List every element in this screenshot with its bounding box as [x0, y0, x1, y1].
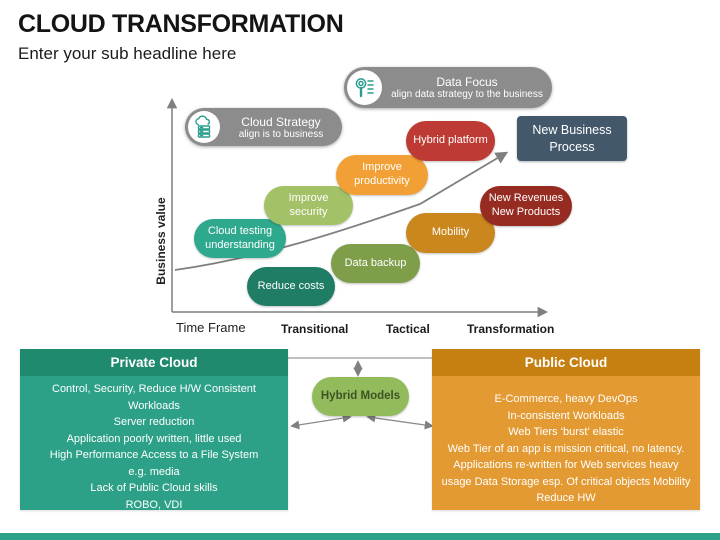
- callout-title: Data Focus: [436, 75, 498, 89]
- private-cloud-header: Private Cloud: [20, 349, 288, 376]
- x-axis-label: Time Frame: [176, 320, 246, 335]
- pill-improve-productivity: Improve productivity: [336, 155, 428, 195]
- public-cloud-box: Public Cloud E-Commerce, heavy DevOps In…: [432, 349, 700, 510]
- callout-subtitle: align data strategy to the business: [391, 89, 543, 100]
- callout-data-focus: Data Focus align data strategy to the bu…: [344, 67, 552, 108]
- hybrid-right-arrow: [366, 413, 434, 430]
- hybrid-models-pill: Hybrid Models: [312, 377, 409, 416]
- pill-hybrid-platform: Hybrid platform: [406, 121, 495, 161]
- magnifier-data-icon: [347, 70, 382, 105]
- pill-new-revenues-new-products: New Revenues New Products: [480, 186, 572, 226]
- cloud-box-line: e.g. media: [128, 465, 180, 478]
- y-axis-label: Business value: [154, 197, 168, 285]
- cloud-box-line: High Performance Access to a File System: [49, 449, 259, 461]
- page-title: CLOUD TRANSFORMATION: [18, 10, 344, 38]
- cloud-box-line: Lack of Public Cloud skills: [90, 482, 218, 494]
- x-tick-transformation: Transformation: [467, 322, 555, 336]
- callout-subtitle: align is to business: [238, 128, 324, 140]
- private-cloud-box: Private Cloud Control, Security, Reduce …: [20, 349, 288, 511]
- pill-improve-security: Improve security: [264, 186, 353, 225]
- pill-mobility: Mobility: [406, 213, 495, 253]
- growth-curve-arrow: [174, 151, 509, 271]
- pill-cloud-testing-understanding: Cloud testing understanding: [194, 219, 286, 258]
- cloud-box-line: E-Commerce, heavy DevOps: [494, 393, 638, 405]
- cloud-servers-icon: [188, 111, 220, 143]
- cloud-box-line: In-consistent Workloads: [507, 409, 625, 422]
- x-tick-tactical: Tactical: [386, 322, 430, 336]
- page-subtitle: Enter your sub headline here: [18, 44, 237, 63]
- pill-reduce-costs: Reduce costs: [247, 267, 335, 306]
- cloud-box-line: Application poorly written, little used: [66, 432, 242, 445]
- callout-title: Cloud Strategy: [241, 114, 321, 129]
- x-tick-transitional: Transitional: [281, 322, 349, 336]
- private-cloud-body: Control, Security, Reduce H/W Consistent…: [20, 376, 288, 511]
- public-cloud-header: Public Cloud: [432, 349, 700, 376]
- bottom-accent-strip: [0, 533, 720, 540]
- cloud-box-line: Web Tiers ‘burst’ elastic: [508, 426, 624, 438]
- public-cloud-body: E-Commerce, heavy DevOps In-consistent W…: [432, 376, 700, 510]
- pill-data-backup: Data backup: [331, 244, 420, 283]
- cloud-box-line: ROBO, VDI: [125, 498, 183, 511]
- new-business-process-box: New Business Process: [517, 116, 627, 161]
- hybrid-left-arrow: [290, 413, 352, 430]
- callout-text: Data Focus align data strategy to the bu…: [382, 75, 552, 100]
- cloud-box-line: Control, Security, Reduce H/W Consistent…: [52, 383, 256, 412]
- cloud-box-line: Server reduction: [113, 416, 195, 428]
- cloud-box-line: Web Tier of an app is mission critical, …: [441, 442, 691, 505]
- callout-cloud-strategy: Cloud Strategy align is to business: [185, 108, 342, 146]
- callout-text: Cloud Strategy align is to business: [220, 115, 342, 140]
